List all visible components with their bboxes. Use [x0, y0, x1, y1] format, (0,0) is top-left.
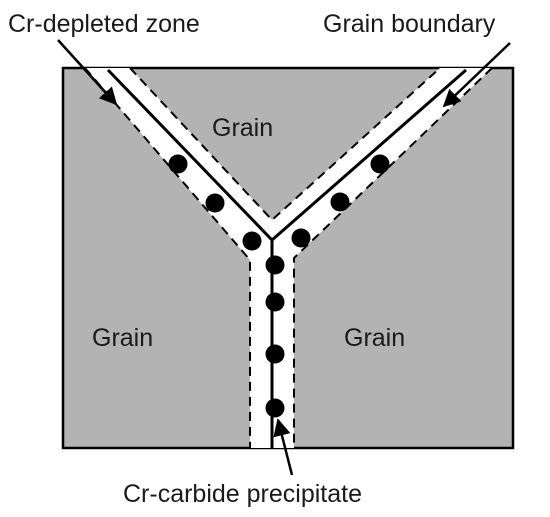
precipitate-arrow — [273, 418, 294, 476]
depleted-zone-edge-outer-left — [84, 67, 251, 448]
precipitate — [265, 344, 285, 364]
label-grain-top: Grain — [212, 114, 273, 142]
label-depleted-zone: Cr-depleted zone — [8, 10, 200, 38]
grain-boundary-arrow — [442, 42, 511, 108]
depleted-zone-arrow — [57, 39, 118, 106]
label-grain-right: Grain — [344, 324, 405, 352]
depleted-zone-edge-outer-right — [293, 67, 493, 448]
precipitate — [265, 398, 285, 418]
precipitates — [168, 154, 390, 418]
precipitate — [242, 231, 262, 251]
precipitate — [370, 154, 390, 174]
precipitate — [168, 154, 188, 174]
label-grain-boundary: Grain boundary — [323, 10, 496, 38]
label-grain-left: Grain — [92, 324, 153, 352]
precipitate — [265, 255, 285, 275]
precipitate — [330, 192, 350, 212]
label-precipitate: Cr-carbide precipitate — [123, 480, 362, 508]
precipitate — [265, 292, 285, 312]
precipitate — [205, 193, 225, 213]
precipitate — [291, 228, 311, 248]
